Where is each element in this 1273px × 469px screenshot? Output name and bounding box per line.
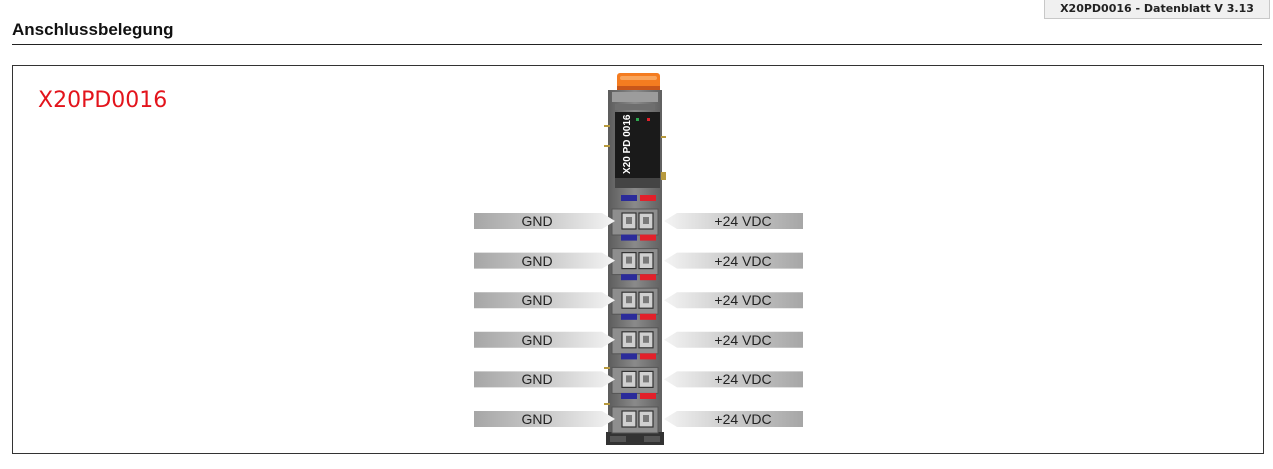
document-version-tag: X20PD0016 - Datenblatt V 3.13	[1044, 0, 1270, 19]
gnd-arrow	[474, 292, 615, 309]
module-cap	[617, 73, 660, 90]
gnd-terminal-contact	[626, 375, 632, 383]
gnd-label: GND	[521, 213, 553, 229]
vdc-marker	[640, 313, 656, 320]
vdc-terminal-contact	[643, 415, 649, 422]
vdc-marker	[640, 393, 656, 399]
vdc-arrow	[664, 292, 803, 309]
module-print: X20 PD 0016	[622, 114, 633, 174]
vdc-label: +24 VDC	[714, 213, 772, 229]
gnd-marker	[621, 313, 637, 320]
gnd-arrow	[474, 252, 615, 269]
vdc-label: +24 VDC	[714, 411, 772, 427]
gnd-arrow	[474, 411, 615, 427]
gnd-terminal-contact	[626, 335, 632, 343]
vdc-arrow	[664, 331, 803, 348]
gnd-terminal-contact	[626, 296, 632, 304]
vdc-terminal-contact	[643, 217, 649, 224]
gnd-marker	[621, 234, 637, 241]
vdc-terminal-contact	[643, 375, 649, 383]
vdc-marker	[640, 274, 656, 281]
vdc-label: +24 VDC	[714, 292, 772, 309]
vdc-terminal-contact	[643, 335, 649, 343]
gnd-terminal-contact	[626, 415, 632, 422]
gnd-terminal-contact	[626, 256, 632, 264]
gnd-marker	[621, 274, 637, 281]
gnd-marker	[621, 393, 637, 399]
gnd-label: GND	[521, 252, 553, 269]
gnd-marker	[621, 195, 637, 201]
vdc-label: +24 VDC	[714, 252, 772, 269]
gnd-arrow	[474, 213, 615, 229]
gnd-terminal-contact	[626, 217, 632, 224]
gnd-label: GND	[521, 331, 553, 348]
gnd-marker	[621, 353, 637, 360]
vdc-terminal-contact	[643, 296, 649, 304]
vdc-label: +24 VDC	[714, 371, 772, 388]
vdc-arrow	[664, 371, 803, 388]
gnd-label: GND	[521, 411, 553, 427]
vdc-label: +24 VDC	[714, 331, 772, 348]
vdc-arrow	[664, 411, 803, 427]
status-leds	[636, 118, 650, 121]
vdc-marker	[640, 195, 656, 201]
gnd-arrow	[474, 371, 615, 388]
section-title: Anschlussbelegung	[12, 20, 174, 39]
model-label: X20PD0016	[38, 88, 168, 113]
title-divider	[12, 44, 1262, 45]
vdc-arrow	[664, 252, 803, 269]
vdc-marker	[640, 234, 656, 241]
vdc-marker	[640, 353, 656, 360]
figure-frame	[12, 65, 1264, 454]
gnd-label: GND	[521, 371, 553, 388]
gnd-arrow	[474, 331, 615, 348]
vdc-arrow	[664, 213, 803, 229]
vdc-terminal-contact	[643, 256, 649, 264]
gnd-label: GND	[521, 292, 553, 309]
terminal-rows	[474, 195, 803, 434]
